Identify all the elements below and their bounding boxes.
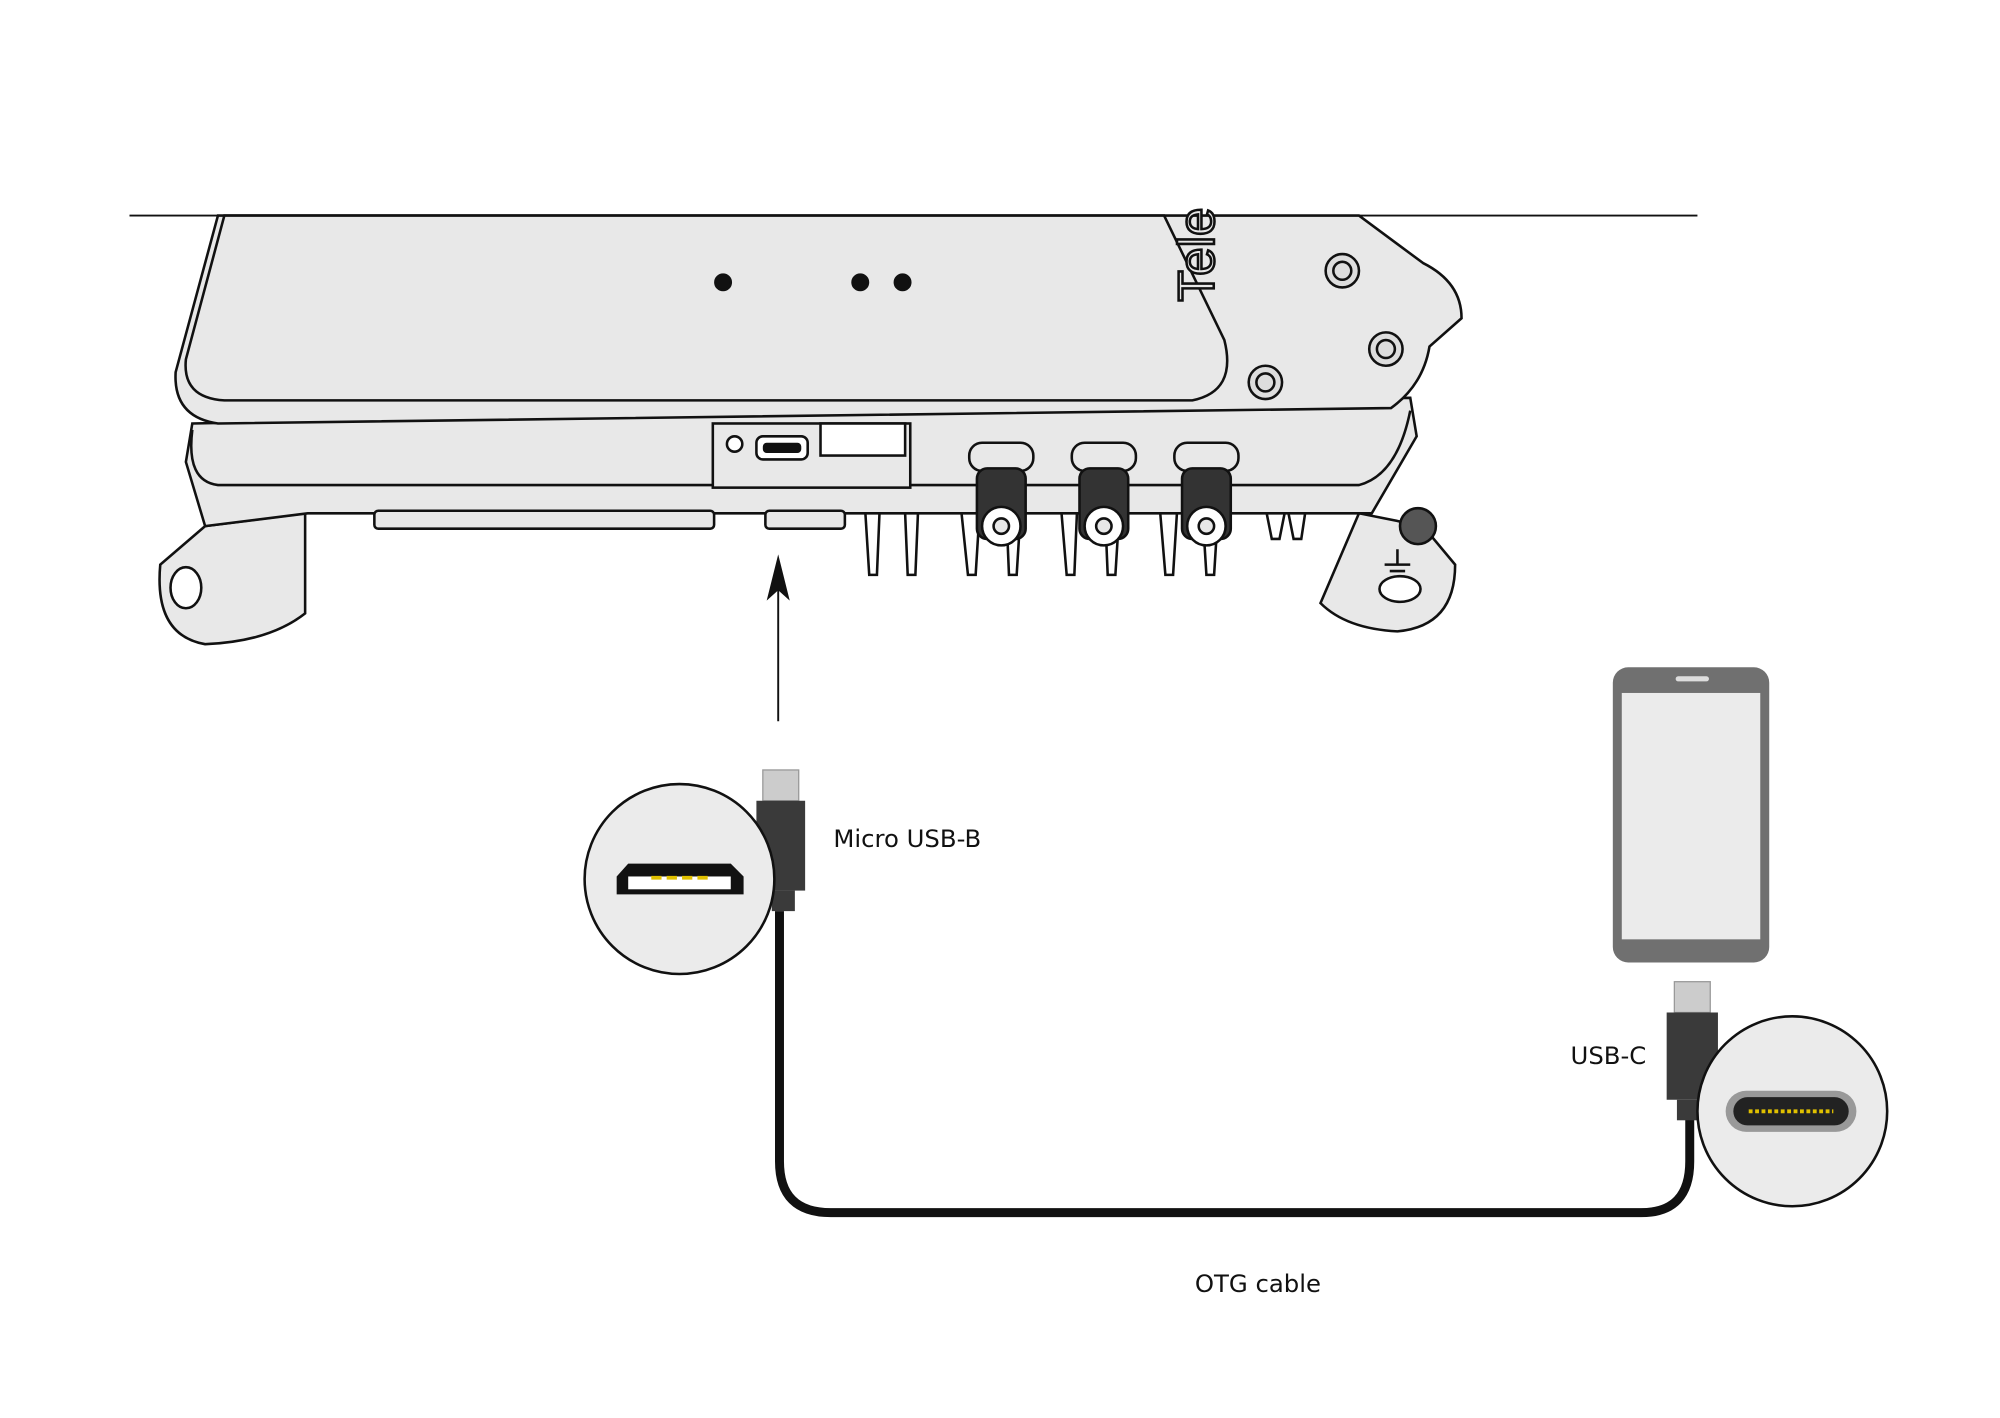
micro-usb-label: Micro USB-B xyxy=(833,824,981,853)
ground-symbol-icon xyxy=(1384,549,1411,573)
device-unit xyxy=(158,214,1463,646)
otg-cable-label: OTG cable xyxy=(1195,1269,1321,1298)
otg-cable xyxy=(775,911,1695,1218)
micro-usb-detail-circle xyxy=(583,782,776,976)
usb-c-label: USB-C xyxy=(1571,1041,1647,1070)
usb-c-detail-circle xyxy=(1696,1015,1889,1208)
screw-icons xyxy=(1247,252,1404,401)
left-mounting-foot xyxy=(158,511,307,646)
device-logo: Tele xyxy=(1168,207,1225,301)
arrow-up-icon xyxy=(766,554,790,722)
smartphone xyxy=(1612,667,1770,963)
ground-screw-icon xyxy=(1398,506,1438,546)
coax-connectors xyxy=(967,441,1240,547)
